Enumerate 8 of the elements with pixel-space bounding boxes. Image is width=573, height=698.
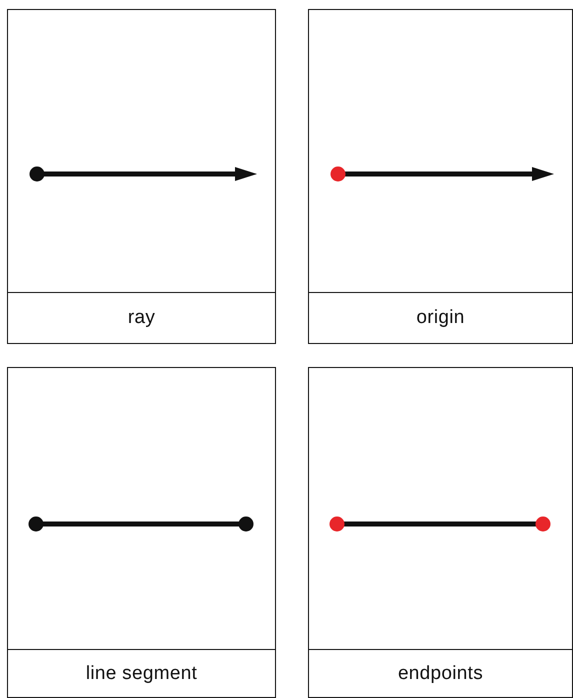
- card-label: endpoints: [398, 662, 484, 684]
- card: [7, 367, 276, 698]
- card-label: origin: [416, 307, 465, 329]
- card: [308, 367, 573, 698]
- card-label: ray: [128, 307, 156, 329]
- card: [308, 9, 573, 344]
- card-label: line segment: [86, 662, 198, 684]
- card: [7, 9, 276, 344]
